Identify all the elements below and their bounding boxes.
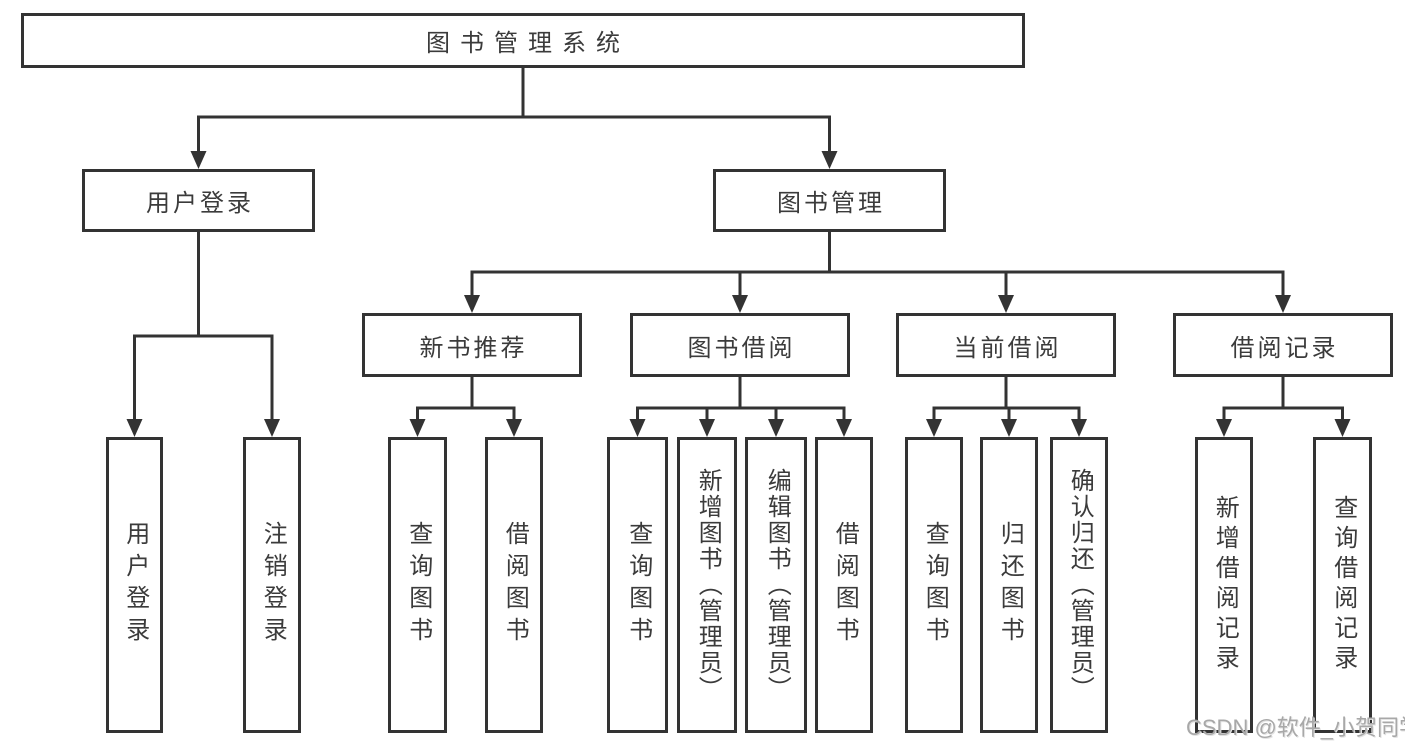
- leaf-query-books-recommend: 查询图书: [388, 437, 447, 733]
- node-library-system: 图书管理系统: [21, 13, 1025, 68]
- node-user-login: 用户登录: [82, 169, 315, 232]
- node-borrow-records: 借阅记录: [1173, 313, 1393, 377]
- node-current-borrow: 当前借阅: [896, 313, 1116, 377]
- leaf-borrow-books-recommend: 借阅图书: [485, 437, 543, 733]
- watermark: CSDN @软件_小贺同学: [1186, 715, 1405, 740]
- leaf-query-books-current: 查询图书: [905, 437, 963, 733]
- node-book-management: 图书管理: [713, 169, 946, 232]
- leaf-query-books-borrow: 查询图书: [607, 437, 668, 733]
- leaf-add-borrow-record: 新增借阅记录: [1195, 437, 1253, 733]
- leaf-query-borrow-record: 查询借阅记录: [1313, 437, 1372, 733]
- leaf-user-login: 用户登录: [106, 437, 163, 733]
- leaf-borrow-books-borrow: 借阅图书: [815, 437, 873, 733]
- node-new-book-recommend: 新书推荐: [362, 313, 582, 377]
- leaf-logout: 注销登录: [243, 437, 301, 733]
- leaf-edit-book-admin: 编辑图书（管理员）: [745, 437, 807, 733]
- node-book-borrow: 图书借阅: [630, 313, 850, 377]
- leaf-return-book: 归还图书: [980, 437, 1038, 733]
- leaf-confirm-return-admin: 确认归还（管理员）: [1050, 437, 1108, 733]
- leaf-add-book-admin: 新增图书（管理员）: [677, 437, 737, 733]
